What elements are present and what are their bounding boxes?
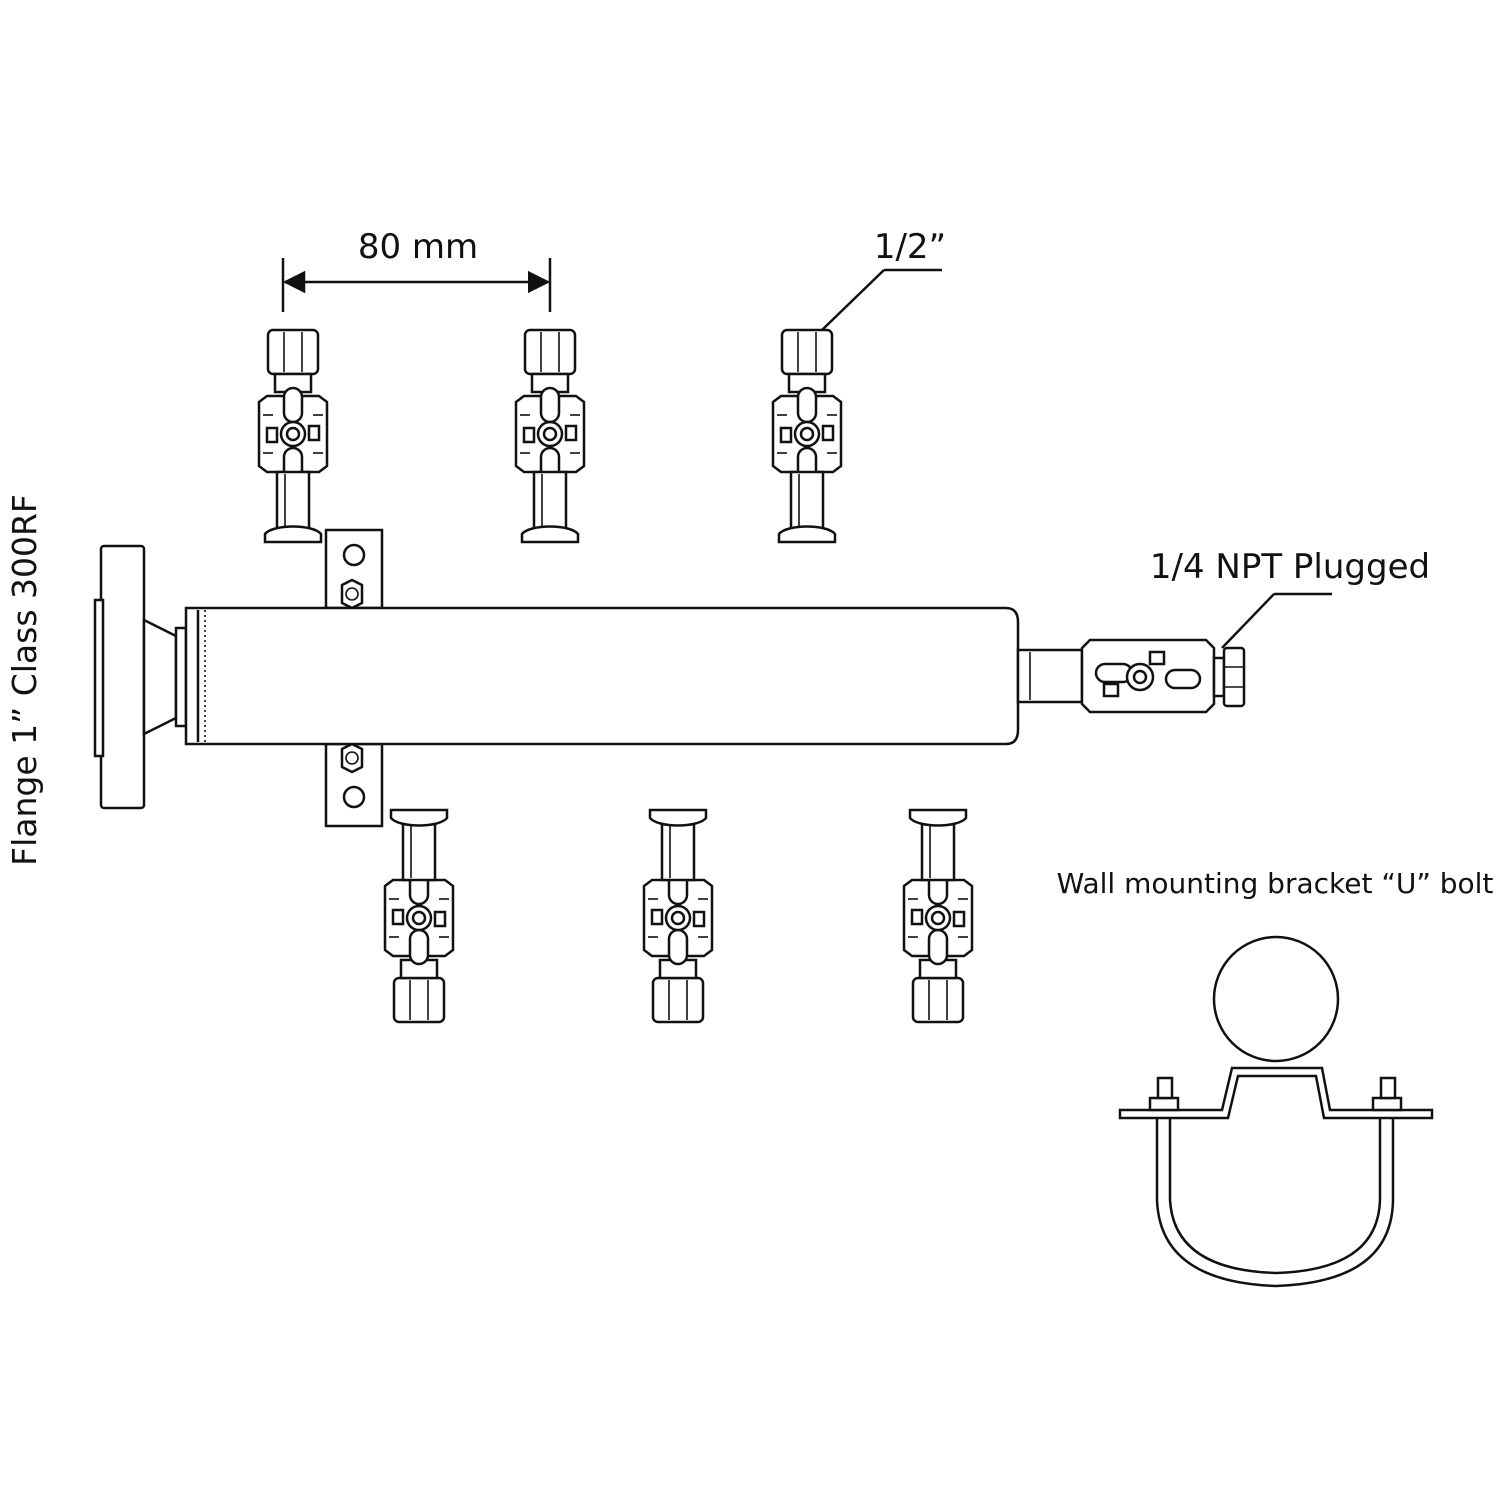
dimension-80mm [281,258,552,312]
valve-bottom-3 [902,808,974,1024]
mounting-plate-bottom [324,742,384,828]
plug-label: 1/4 NPT Plugged [1150,547,1430,587]
plug-leader [1221,592,1332,649]
valve-top-3 [771,328,843,544]
mounting-plate-top [324,528,384,610]
valve-size-label: 1/2” [874,227,946,267]
valve-bottom-1 [383,808,455,1024]
bracket-label: Wall mounting bracket “U” bolt [1057,867,1494,900]
flange-label: Flange 1” Class 300RF [5,494,44,866]
valve-top-2 [514,328,586,544]
u-bolt-bracket [1118,935,1434,1288]
valve-size-leader [821,268,942,331]
spacing-label: 80 mm [358,227,478,267]
manifold-body [184,606,1020,746]
valve-top-1 [257,328,329,544]
valve-bottom-2 [642,808,714,1024]
flange [93,544,188,810]
plugged-side-valve [1016,638,1246,714]
